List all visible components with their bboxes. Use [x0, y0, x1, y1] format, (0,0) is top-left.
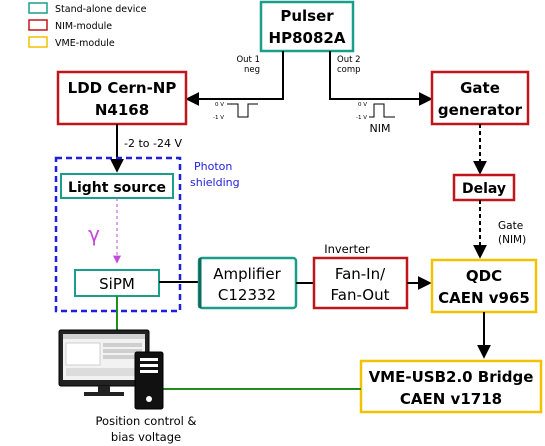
- photon-shielding-box: [54, 156, 182, 313]
- amplifier-box: Amplifier C12332: [197, 256, 298, 310]
- pulser-title: Pulser: [280, 7, 334, 25]
- legend-label-nim: NIM-module: [55, 21, 112, 32]
- delay-box: Delay: [452, 173, 516, 202]
- amplifier-model: C12332: [218, 286, 276, 304]
- computer-label: Position control &: [96, 414, 197, 428]
- gate-nim-label-2: (NIM): [498, 234, 526, 246]
- light-source-label: Light source: [68, 180, 166, 196]
- light-source-box: Light source: [60, 173, 174, 199]
- pulser-box: Pulser HP8082A: [259, 0, 355, 53]
- legend-swatch-nim: [28, 19, 48, 31]
- out1-sub-label: neg: [244, 65, 260, 75]
- ldd-box: LDD Cern-NP N4168: [56, 70, 188, 126]
- voltage-range-label: -2 to -24 V: [124, 137, 182, 150]
- bridge-model: CAEN v1718: [400, 390, 502, 408]
- legend-label-standalone: Stand-alone device: [55, 4, 147, 15]
- inverter-label: Inverter: [324, 242, 370, 256]
- legend-label-vme: VME-module: [55, 38, 115, 49]
- ldd-model: N4168: [95, 101, 149, 119]
- gate-generator-subtitle: generator: [438, 101, 523, 119]
- ldd-title: LDD Cern-NP: [68, 79, 177, 97]
- gate-nim-label: Gate: [498, 220, 523, 232]
- gate-generator-title: Gate: [460, 79, 500, 97]
- legend-swatch-standalone: [28, 2, 48, 14]
- fan-subtitle: Fan-Out: [331, 286, 390, 304]
- pulse-left-0v: 0 V: [215, 102, 224, 108]
- sipm-label: SiPM: [99, 275, 135, 293]
- fan-box: Fan-In/ Fan-Out: [312, 256, 409, 310]
- fan-title: Fan-In/: [335, 265, 386, 283]
- out2-sub-label: comp: [337, 65, 361, 75]
- gamma-symbol: γ: [88, 222, 100, 246]
- sipm-box: SiPM: [74, 269, 160, 297]
- photon-shielding-label-2: shielding: [190, 176, 240, 189]
- photon-shielding-label: Photon: [194, 160, 232, 173]
- qdc-box: QDC CAEN v965: [430, 258, 538, 314]
- delay-label: Delay: [462, 181, 506, 197]
- pulse-right-0v: 0 V: [358, 102, 367, 108]
- legend-swatch-vme: [28, 36, 48, 48]
- bridge-box: VME-USB2.0 Bridge CAEN v1718: [359, 359, 543, 414]
- pulse-sketch-left: 0 V -1 V: [213, 102, 258, 121]
- pulse-left-1v: -1 V: [213, 115, 224, 121]
- legend: Stand-alone device NIM-module VME-module: [28, 2, 147, 49]
- gate-generator-box: Gate generator: [430, 70, 530, 126]
- line-pulser-to-ldd: [185, 51, 284, 106]
- out2-label: Out 2: [337, 55, 361, 65]
- computer-workstation-icon: [58, 329, 164, 410]
- out1-label: Out 1: [236, 55, 260, 65]
- nim-label: NIM: [370, 122, 391, 135]
- pulse-right-1v: -1 V: [356, 115, 367, 121]
- amplifier-title: Amplifier: [213, 265, 281, 283]
- pulser-model: HP8082A: [269, 29, 346, 47]
- qdc-title: QDC: [466, 267, 502, 285]
- bridge-title: VME-USB2.0 Bridge: [369, 368, 534, 386]
- qdc-model: CAEN v965: [438, 289, 530, 307]
- pulse-sketch-right: 0 V -1 V NIM: [356, 102, 395, 135]
- line-pulser-to-gate: [329, 51, 433, 106]
- computer-label-2: bias voltage: [111, 430, 181, 444]
